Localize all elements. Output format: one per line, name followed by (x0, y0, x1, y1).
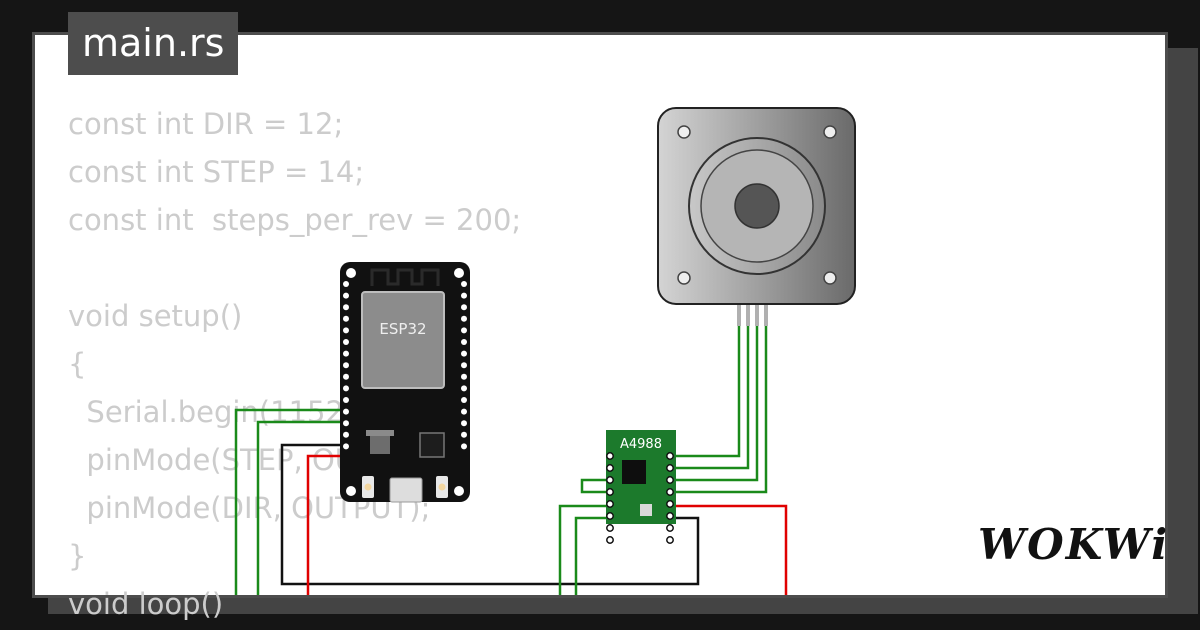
regulator-tab (366, 430, 394, 436)
esp32-board[interactable]: ESP32 (340, 262, 470, 503)
header-pin (461, 304, 467, 311)
header-pin (461, 408, 467, 415)
header-pin (666, 500, 674, 508)
header-pin (343, 385, 349, 392)
header-pin (666, 476, 674, 484)
file-tab[interactable]: main.rs (68, 12, 239, 75)
wokwi-logo: WOKWi (978, 520, 1170, 569)
mount-hole (677, 125, 691, 139)
code-line: void setup() (68, 299, 243, 333)
header-pin (606, 464, 614, 472)
a4988-left-pins (606, 452, 614, 544)
usb-port (389, 477, 423, 503)
esp32-label: ESP32 (379, 320, 426, 338)
code-background: const int DIR = 12; const int STEP = 14; c… (68, 100, 521, 628)
motor-shaft (734, 183, 780, 229)
code-line: const int DIR = 12; (68, 107, 344, 141)
esp32-left-pins (343, 281, 349, 450)
header-pin (343, 373, 349, 380)
corner-hole (346, 486, 356, 496)
current-pot (640, 504, 652, 516)
header-pin (461, 327, 467, 334)
header-pin (461, 385, 467, 392)
driver-chip (622, 460, 646, 484)
esp32-module (361, 291, 445, 389)
usb-chip (419, 432, 445, 458)
header-pin (461, 281, 467, 287)
header-pin (666, 488, 674, 496)
voltage-regulator (370, 432, 390, 454)
code-line: { (68, 347, 87, 381)
header-pin (606, 500, 614, 508)
header-pin (666, 452, 674, 460)
mount-hole (823, 271, 837, 285)
a4988-right-pins (666, 452, 674, 544)
mount-hole (677, 271, 691, 285)
header-pin (606, 536, 614, 544)
header-pin (343, 443, 349, 450)
code-line: void loop() (68, 587, 224, 621)
boot-button-cap (364, 483, 372, 491)
motor-leads (737, 302, 768, 326)
header-pin (343, 339, 349, 345)
code-line: const int STEP = 14; (68, 155, 365, 189)
header-pin (461, 431, 467, 438)
corner-hole (454, 268, 464, 278)
signal-wires (234, 408, 788, 595)
motor-wires (668, 326, 768, 494)
header-pin (606, 452, 614, 460)
header-pin (666, 464, 674, 472)
corner-hole (454, 486, 464, 496)
corner-hole (346, 268, 356, 278)
header-pin (343, 327, 349, 334)
header-pin (461, 397, 467, 403)
header-pin (343, 408, 349, 415)
header-pin (461, 362, 467, 369)
mount-hole (823, 125, 837, 139)
header-pin (461, 350, 467, 357)
header-pin (343, 315, 349, 322)
header-pin (461, 373, 467, 380)
header-pin (343, 420, 349, 427)
header-pin (666, 536, 674, 544)
header-pin (666, 512, 674, 520)
header-pin (343, 281, 349, 287)
code-line: const int steps_per_rev = 200; (68, 203, 522, 237)
header-pin (606, 524, 614, 532)
header-pin (343, 431, 349, 438)
stepper-motor[interactable] (657, 107, 856, 326)
code-line: } (68, 539, 87, 573)
header-pin (461, 339, 467, 345)
header-pin (606, 476, 614, 484)
header-pin (461, 315, 467, 322)
header-pin (343, 350, 349, 357)
a4988-driver[interactable]: A4988 (606, 430, 676, 544)
header-pin (606, 488, 614, 496)
header-pin (343, 304, 349, 311)
header-pin (461, 420, 467, 427)
header-pin (666, 524, 674, 532)
header-pin (343, 292, 349, 299)
header-pin (606, 512, 614, 520)
esp32-right-pins (461, 281, 467, 450)
a4988-label: A4988 (620, 437, 662, 452)
header-pin (461, 443, 467, 450)
preview-card (32, 32, 1168, 598)
reset-button-cap (438, 483, 446, 491)
header-pin (343, 362, 349, 369)
header-pin (343, 397, 349, 403)
antenna-trace (370, 268, 440, 286)
header-pin (461, 292, 467, 299)
